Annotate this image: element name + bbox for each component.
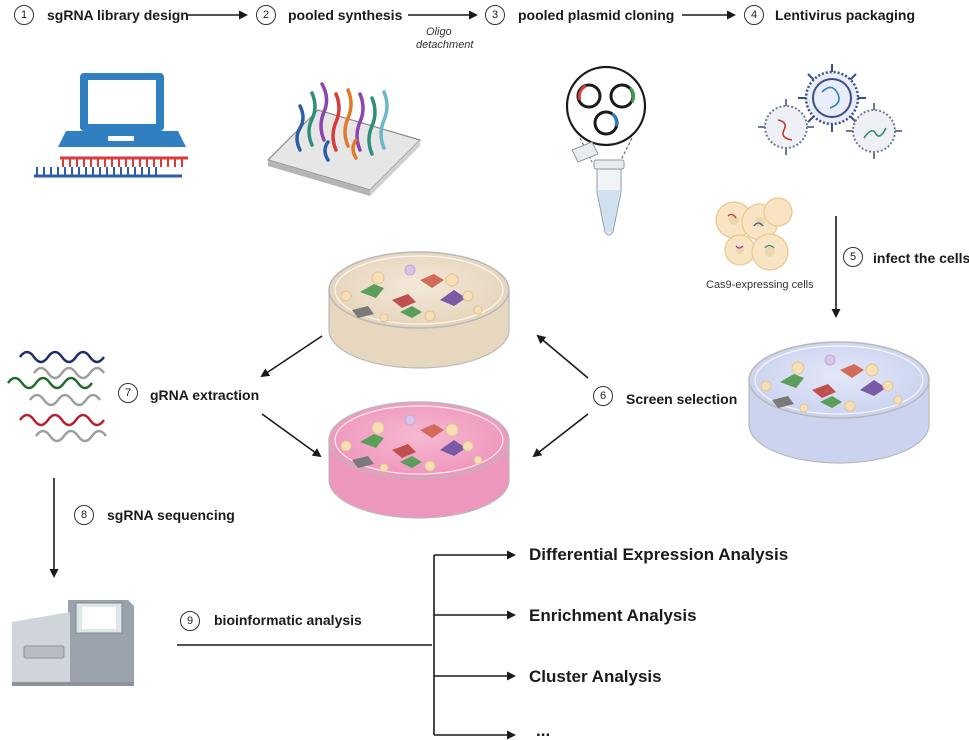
dish-cells [340, 264, 903, 473]
step-2-number: 2 [256, 5, 276, 25]
oligo-annotation-line2: detachment [416, 39, 474, 51]
step-3-label: pooled plasmid cloning [518, 7, 675, 23]
dna-icon [34, 156, 188, 178]
step-4-label: Lentivirus packaging [775, 7, 916, 23]
step-8-label: sgRNA sequencing [107, 507, 235, 523]
sequencer-icon [12, 600, 134, 686]
laptop-icon [58, 73, 186, 147]
step-6-label: Screen selection [626, 391, 738, 407]
step-3-number: 3 [485, 5, 505, 25]
analysis-differential-expression: Differential Expression Analysis [529, 545, 789, 564]
oligo-slide-icon [266, 82, 422, 196]
step-7-label: gRNA extraction [150, 387, 260, 403]
step-4-number: 4 [744, 5, 764, 25]
arrow-selection-to-pink [532, 413, 589, 458]
petri-dish-icon [328, 251, 930, 519]
step-8-number: 8 [74, 505, 94, 525]
step-6-number: 6 [593, 386, 613, 406]
analysis-ellipsis: ... [536, 721, 551, 740]
cas9-cells-caption: Cas9-expressing cells [706, 279, 814, 291]
analysis-enrichment: Enrichment Analysis [529, 606, 697, 625]
step-9-label: bioinformatic analysis [214, 612, 362, 628]
cell-icon [715, 197, 793, 271]
rna-strand-icon [7, 350, 107, 443]
step-5-number: 5 [843, 247, 863, 267]
analysis-cluster: Cluster Analysis [529, 667, 662, 686]
step-2-label: pooled synthesis [288, 7, 403, 23]
virus-icon [758, 64, 902, 159]
step-1-number: 1 [14, 5, 34, 25]
step-5-label: infect the cells [873, 250, 969, 266]
step-7-number: 7 [118, 383, 138, 403]
arrow-dish-to-extraction [260, 335, 323, 378]
oligo-annotation-line1: Oligo [426, 26, 452, 38]
arrow-extraction-to-pink [261, 413, 322, 458]
step-1-label: sgRNA library design [47, 7, 189, 23]
tube-icon [571, 141, 625, 236]
step-9-number: 9 [180, 611, 200, 631]
arrow-selection-to-beige [536, 334, 589, 379]
plasmid-icon [565, 65, 647, 163]
